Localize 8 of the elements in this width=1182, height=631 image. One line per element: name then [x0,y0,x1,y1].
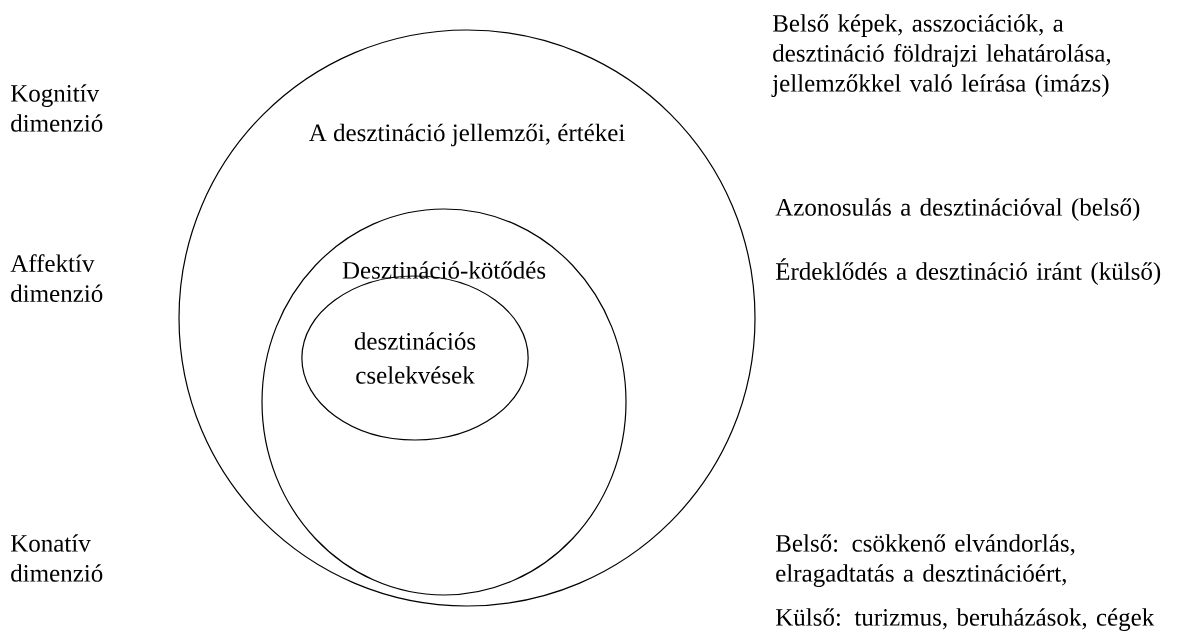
label: Belső: csökkenő elvándorlás, elragadtatás a desztinációért, [775,534,1075,587]
label: Konatív dimenzió [10,534,103,582]
label: Affektív dimenzió [10,254,103,303]
label: Azonosulás a desztinációval (belső) [775,198,1140,221]
label: Külső: turizmus, beruházások, cégek [775,608,1155,631]
label: Érdeklődés a desztináció iránt (külső) [775,258,1161,285]
label: Kognitív dimenzió [10,84,103,132]
label: Belső képek, asszociációk, a desztináció földrajzi lehatárolása, jellemzőkkel való leírása (imázs) [771,14,1111,97]
